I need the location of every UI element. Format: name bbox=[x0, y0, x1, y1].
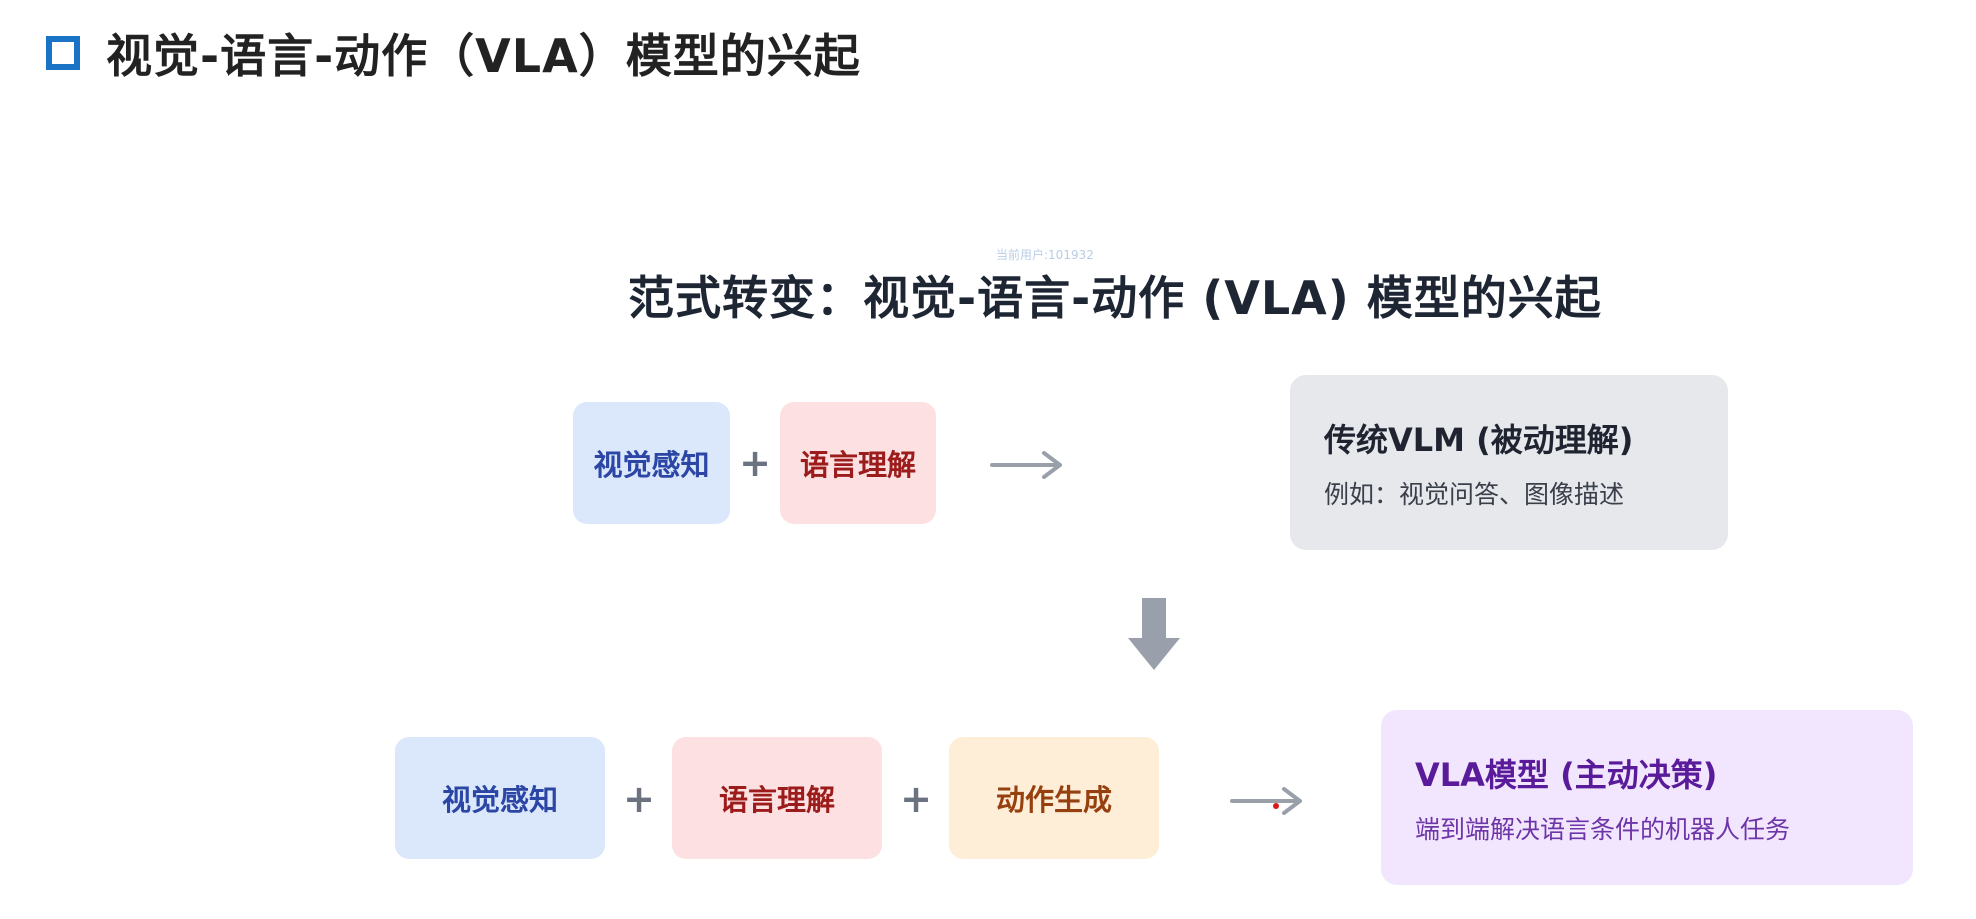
right-arrow-icon bbox=[1230, 787, 1302, 815]
language-understanding-box-2: 语言理解 bbox=[672, 737, 882, 859]
language-understanding-label: 语言理解 bbox=[799, 448, 916, 482]
vla-subtitle: 端到端解决语言条件的机器人任务 bbox=[1415, 814, 1791, 844]
vision-perception-label: 视觉感知 bbox=[593, 448, 710, 482]
language-understanding-label-2: 语言理解 bbox=[718, 783, 835, 817]
user-watermark: 当前用户:101932 bbox=[996, 248, 1094, 262]
vision-perception-box: 视觉感知 bbox=[573, 402, 730, 524]
slide-header: 视觉-语言-动作（VLA）模型的兴起 bbox=[40, 18, 861, 88]
vlm-subtitle: 例如：视觉问答、图像描述 bbox=[1324, 479, 1625, 509]
traditional-vlm-box: 传统VLM (被动理解) 例如：视觉问答、图像描述 bbox=[1290, 375, 1728, 550]
plus-icon: + bbox=[623, 777, 655, 821]
diagram-title: 范式转变：视觉-语言-动作 (VLA) 模型的兴起 bbox=[628, 271, 1602, 325]
vision-perception-label-2: 视觉感知 bbox=[441, 783, 558, 817]
cursor-dot-icon bbox=[1273, 803, 1279, 809]
square-bullet-icon bbox=[46, 36, 80, 70]
plus-icon: + bbox=[739, 441, 771, 485]
vla-model-box: VLA模型 (主动决策) 端到端解决语言条件的机器人任务 bbox=[1381, 710, 1913, 885]
action-generation-label: 动作生成 bbox=[995, 783, 1112, 817]
language-understanding-box: 语言理解 bbox=[780, 402, 936, 524]
vlm-title: 传统VLM (被动理解) bbox=[1324, 420, 1634, 459]
vision-perception-box-2: 视觉感知 bbox=[395, 737, 605, 859]
slide-title: 视觉-语言-动作（VLA）模型的兴起 bbox=[106, 29, 861, 83]
down-arrow-icon bbox=[1128, 598, 1180, 670]
action-generation-box: 动作生成 bbox=[949, 737, 1159, 859]
vla-title: VLA模型 (主动决策) bbox=[1415, 755, 1718, 794]
right-arrow-icon bbox=[990, 451, 1062, 479]
plus-icon: + bbox=[900, 777, 932, 821]
